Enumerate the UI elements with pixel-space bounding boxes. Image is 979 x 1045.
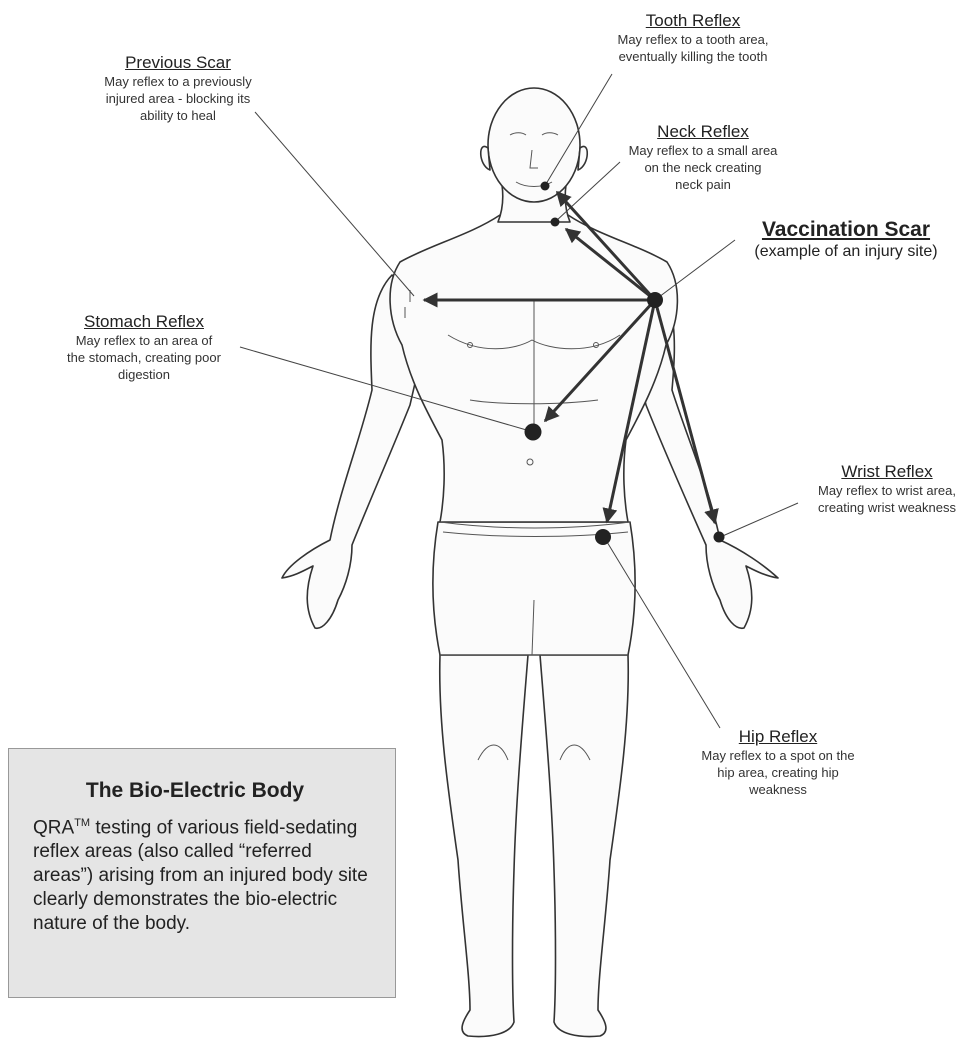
- info-box-text: QRATM testing of various field-sedating …: [33, 811, 377, 936]
- neck-reflex-desc-2: on the neck creating: [600, 159, 806, 176]
- hip-reflex-desc-1: May reflex to a spot on the: [676, 747, 880, 764]
- previous-scar-title: Previous Scar: [78, 53, 278, 73]
- previous-scar-desc-1: May reflex to a previously: [78, 73, 278, 90]
- neck-reflex-desc-3: neck pain: [600, 176, 806, 193]
- wrist-point: [714, 532, 725, 543]
- left-leg: [440, 655, 528, 1036]
- stomach-reflex-desc-1: May reflex to an area of: [44, 332, 244, 349]
- tooth-reflex-desc-1: May reflex to a tooth area,: [588, 31, 798, 48]
- stomach-reflex-desc-2: the stomach, creating poor: [44, 349, 244, 366]
- hip-reflex-label: Hip Reflex May reflex to a spot on the h…: [676, 727, 880, 798]
- hip-reflex-desc-2: hip area, creating hip: [676, 764, 880, 781]
- stomach-reflex-title: Stomach Reflex: [44, 312, 244, 332]
- wrist-reflex-desc-1: May reflex to wrist area,: [796, 482, 978, 499]
- neck-reflex-desc-1: May reflex to a small area: [600, 142, 806, 159]
- right-leg: [540, 655, 628, 1036]
- hip-point: [595, 529, 611, 545]
- previous-scar-desc-3: ability to heal: [78, 107, 278, 124]
- neck-reflex-title: Neck Reflex: [600, 122, 806, 142]
- stomach-point: [525, 424, 542, 441]
- previous-scar-desc-2: injured area - blocking its: [78, 90, 278, 107]
- trademark-mark: TM: [74, 817, 90, 829]
- hip-reflex-title: Hip Reflex: [676, 727, 880, 747]
- stomach-reflex-desc-3: digestion: [44, 366, 244, 383]
- tooth-reflex-title: Tooth Reflex: [588, 11, 798, 31]
- info-box-title: The Bio-Electric Body: [33, 779, 377, 803]
- previous-scar-label: Previous Scar May reflex to a previously…: [78, 53, 278, 124]
- wrist-reflex-label: Wrist Reflex May reflex to wrist area, c…: [796, 462, 978, 516]
- vaccination-point: [647, 292, 663, 308]
- hip-reflex-desc-3: weakness: [676, 781, 880, 798]
- stomach-reflex-label: Stomach Reflex May reflex to an area of …: [44, 312, 244, 383]
- qra-term: QRA: [33, 817, 74, 838]
- neck-reflex-label: Neck Reflex May reflex to a small area o…: [600, 122, 806, 193]
- info-box: The Bio-Electric Body QRATM testing of v…: [8, 748, 396, 998]
- vaccination-scar-title: Vaccination Scar: [726, 217, 966, 242]
- head: [488, 88, 580, 202]
- tooth-point: [541, 182, 550, 191]
- vaccination-scar-label: Vaccination Scar (example of an injury s…: [726, 217, 966, 262]
- info-box-body: testing of various field-sedating reflex…: [33, 817, 368, 934]
- vaccination-scar-desc: (example of an injury site): [726, 242, 966, 262]
- neck-point: [551, 218, 560, 227]
- tooth-reflex-desc-2: eventually killing the tooth: [588, 48, 798, 65]
- tooth-reflex-label: Tooth Reflex May reflex to a tooth area,…: [588, 11, 798, 65]
- wrist-reflex-desc-2: creating wrist weakness: [796, 499, 978, 516]
- wrist-reflex-title: Wrist Reflex: [796, 462, 978, 482]
